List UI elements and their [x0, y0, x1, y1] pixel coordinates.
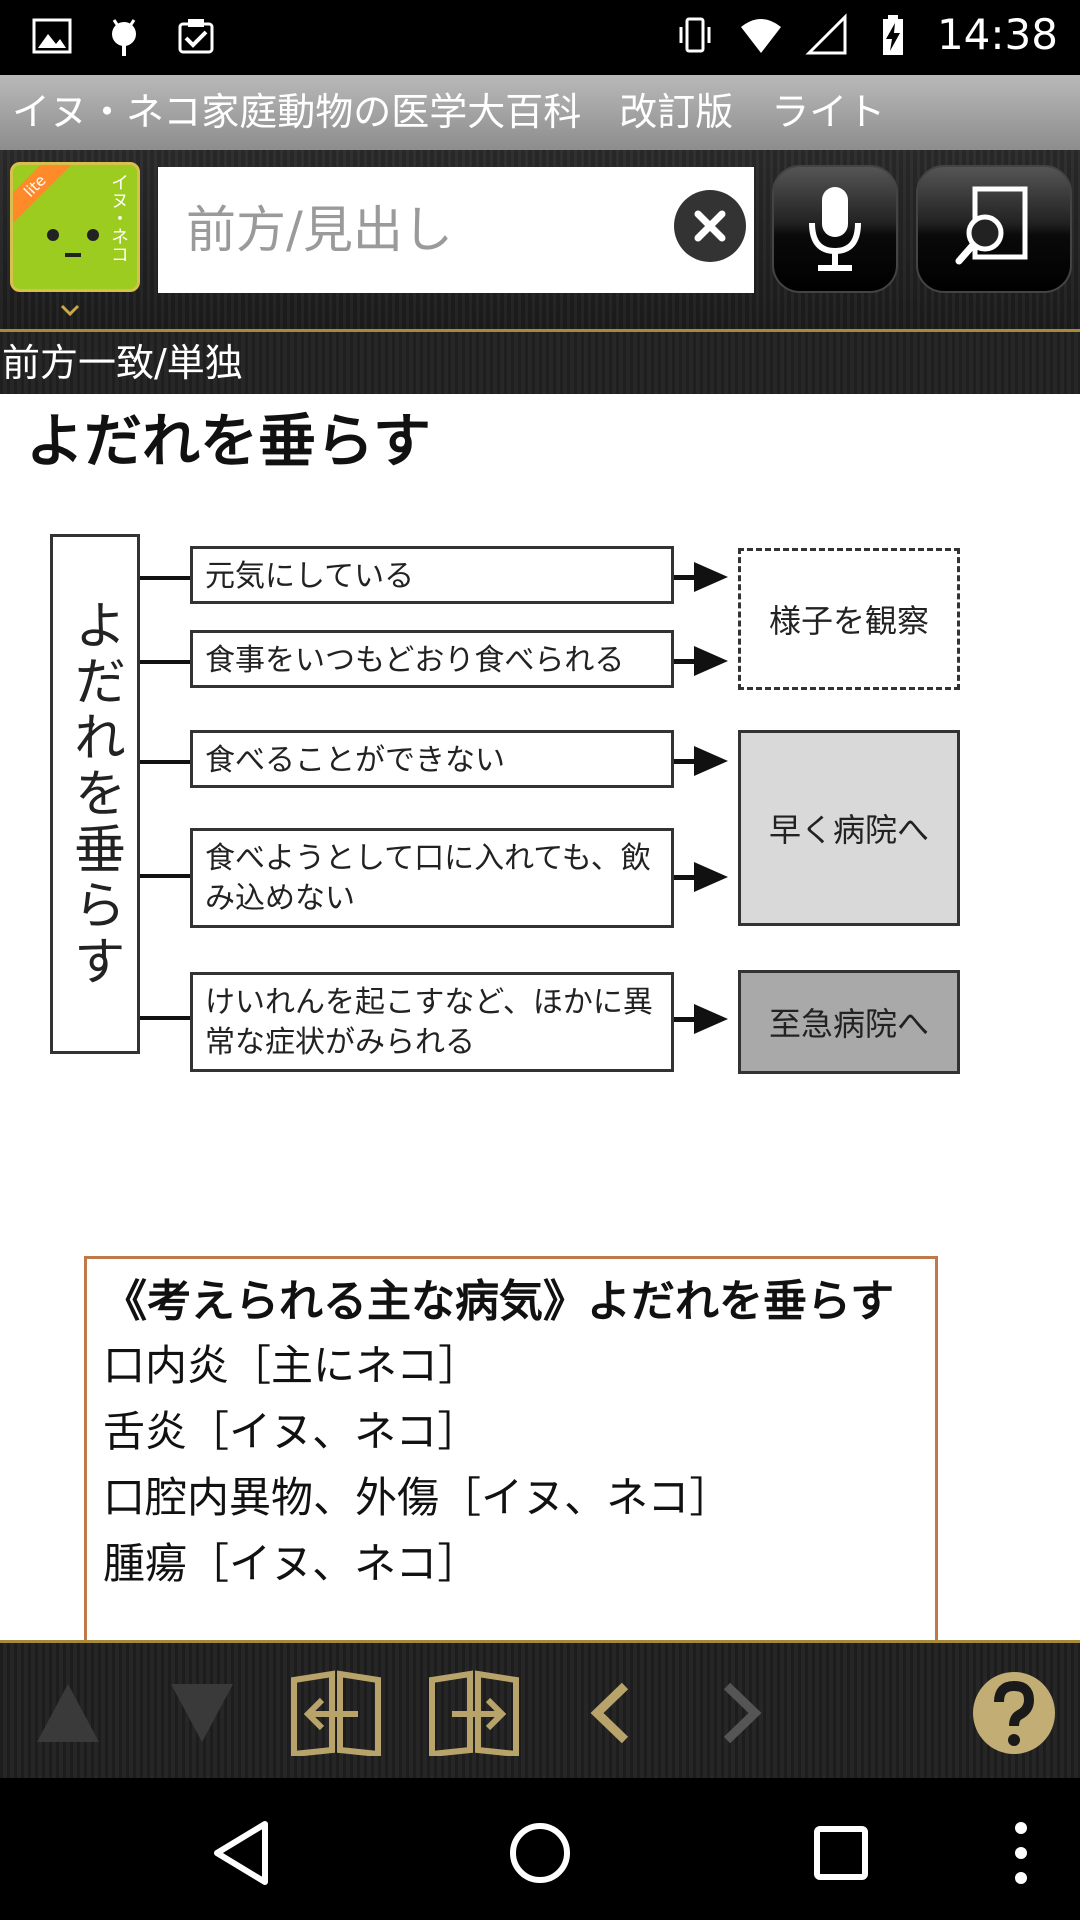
flow-condition-3: 食べることができない [190, 730, 674, 788]
next-entry-button[interactable] [424, 1663, 524, 1763]
disease-item[interactable]: 舌炎［イヌ、ネコ］ [103, 1407, 480, 1456]
disease-item[interactable]: 腫瘍［イヌ、ネコ］ [103, 1539, 480, 1588]
book-back-icon [291, 1670, 381, 1756]
search-input[interactable] [158, 167, 754, 293]
scroll-up-button[interactable] [28, 1663, 108, 1763]
more-vertical-icon [1015, 1822, 1027, 1884]
recents-button[interactable] [796, 1808, 886, 1898]
history-forward-button[interactable] [712, 1663, 772, 1763]
disease-list-title: 《考えられる主な病気》よだれを垂らす [103, 1276, 895, 1327]
search-button[interactable] [916, 165, 1072, 293]
search-mode-label[interactable]: 前方一致/単独 [0, 332, 1080, 394]
scroll-down-button[interactable] [162, 1663, 242, 1763]
status-bar: 14:38 [0, 0, 1080, 75]
overflow-menu-button[interactable] [976, 1808, 1066, 1898]
book-forward-icon [429, 1670, 519, 1756]
arrow-icon [674, 862, 728, 892]
flow-condition-1: 元気にしている [190, 546, 674, 604]
image-icon [32, 18, 72, 54]
connector [140, 576, 190, 580]
battery-charging-icon [882, 14, 903, 55]
clock: 14:38 [936, 10, 1058, 59]
app-title: イヌ・ネコ家庭動物の医学大百科 改訂版 ライト [0, 75, 1080, 150]
android-icon [112, 19, 136, 56]
face-mouth [65, 253, 81, 257]
search-page-icon [955, 186, 1028, 265]
vibrate-icon [679, 17, 711, 52]
connector [140, 874, 190, 878]
clear-search-button[interactable] [674, 190, 746, 262]
triangle-up-icon [37, 1684, 99, 1742]
divider [0, 329, 1080, 332]
voice-search-button[interactable] [772, 165, 898, 293]
back-button[interactable] [196, 1808, 286, 1898]
face-eye-right [87, 229, 99, 241]
search-bar: lite イヌ・ネコ [0, 150, 1080, 330]
help-icon [973, 1672, 1055, 1754]
chevron-left-icon [590, 1682, 629, 1744]
disease-list-box: 《考えられる主な病気》よだれを垂らす 口内炎［主にネコ］ 舌炎［イヌ、ネコ］ 口… [84, 1256, 938, 1640]
signal-icon [805, 12, 847, 54]
chevron-right-icon [723, 1682, 762, 1744]
flow-result-observe: 様子を観察 [738, 548, 960, 690]
bottom-toolbar [0, 1640, 1080, 1778]
lite-badge: lite [13, 165, 72, 223]
flow-condition-2: 食事をいつもどおり食べられる [190, 630, 674, 688]
arrow-icon [674, 1004, 728, 1034]
connector [140, 760, 190, 764]
arrow-icon [674, 562, 728, 592]
disease-item[interactable]: 口内炎［主にネコ］ [103, 1341, 481, 1390]
help-button[interactable] [966, 1663, 1062, 1763]
status-right-icons: 14:38 [673, 10, 1058, 59]
disease-item[interactable]: 口腔内異物、外傷［イヌ、ネコ］ [103, 1473, 732, 1522]
article-heading: よだれを垂らす [26, 407, 431, 475]
connector [140, 660, 190, 664]
home-button[interactable] [495, 1808, 585, 1898]
arrow-icon [674, 646, 728, 676]
chevron-down-icon[interactable] [60, 300, 80, 320]
clipboard-check-icon [178, 19, 214, 54]
app-logo-icon[interactable]: lite イヌ・ネコ [10, 162, 140, 292]
home-circle-icon [510, 1823, 570, 1883]
arrow-icon [674, 746, 728, 776]
status-left-icons [30, 14, 218, 58]
face-eye-left [47, 229, 59, 241]
logo-side-text: イヌ・ネコ [108, 173, 129, 263]
close-icon [694, 210, 726, 242]
back-triangle-icon [214, 1821, 268, 1885]
flow-result-hospital-urgent: 至急病院へ [738, 970, 960, 1074]
triangle-down-icon [171, 1684, 233, 1742]
article-content[interactable]: よだれを垂らす よだれを垂らす 元気にしている 食事をいつもどおり食べられる 食… [0, 394, 1080, 1640]
recents-square-icon [814, 1826, 868, 1880]
flow-root: よだれを垂らす [50, 534, 140, 1054]
wifi-icon [740, 18, 781, 53]
microphone-icon [809, 187, 861, 271]
previous-entry-button[interactable] [286, 1663, 386, 1763]
flow-condition-5: けいれんを起こすなど、ほかに異常な症状がみられる [190, 972, 674, 1072]
flow-result-hospital-soon: 早く病院へ [738, 730, 960, 926]
system-nav-bar [0, 1778, 1080, 1920]
flow-condition-4: 食べようとして口に入れても、飲み込めない [190, 828, 674, 928]
connector [140, 1016, 190, 1020]
history-back-button[interactable] [580, 1663, 640, 1763]
